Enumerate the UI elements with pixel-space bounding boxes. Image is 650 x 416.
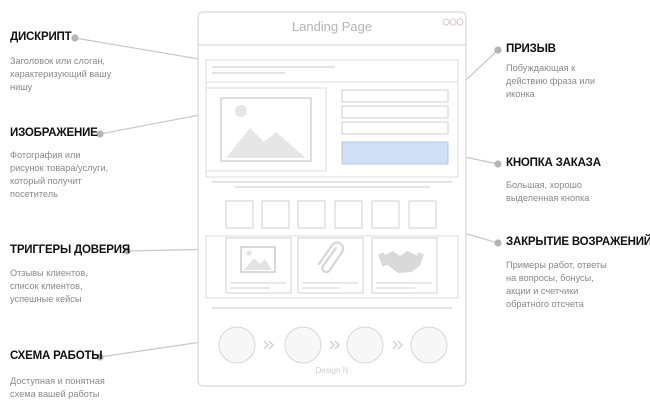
- dot-trust: [123, 247, 131, 255]
- callout-descriptor-title: ДИСКРИПТ: [10, 31, 72, 43]
- callout-order-title: КНОПКА ЗАКАЗА: [506, 157, 601, 169]
- callout-objections-desc: Примеры работ, ответы на вопросы, бонусы…: [506, 260, 607, 309]
- callout-order-desc: Большая, хорошо выделенная кнопка: [506, 180, 590, 203]
- gallery-section: [205, 235, 459, 299]
- window-title: Landing Page: [291, 19, 373, 34]
- connector-descriptor: [74, 37, 206, 61]
- step-circle: [410, 326, 448, 364]
- callout-call-desc: Побуждающая к действию фраза или иконка: [506, 63, 596, 99]
- order-button[interactable]: [341, 141, 449, 165]
- counter-box: [261, 200, 290, 229]
- dot-descriptor: [71, 34, 79, 42]
- counter-boxes: [225, 200, 437, 229]
- callout-image-title: ИЗОБРАЖЕНИЕ: [10, 127, 98, 139]
- section-lines: [212, 181, 452, 188]
- landscape-icon: [220, 97, 312, 162]
- counter-box: [371, 200, 400, 229]
- dot-objections: [494, 239, 502, 247]
- callout-call-title: ПРИЗЫВ: [506, 43, 556, 55]
- counter-box: [408, 200, 437, 229]
- form-field-2[interactable]: [341, 105, 449, 119]
- dot-scheme: [96, 353, 104, 361]
- paperclip-icon: [317, 241, 345, 274]
- callout-trust-title: ТРИГГЕРЫ ДОВЕРИЯ: [10, 244, 130, 256]
- dot-call: [494, 46, 502, 54]
- callout-image-desc: Фотография или рисунок товара/услуги, ко…: [10, 150, 109, 199]
- connector-image: [99, 111, 216, 135]
- counter-box: [334, 200, 363, 229]
- window-dots-icon: [442, 18, 464, 26]
- scheme-section: [212, 307, 452, 364]
- double-chevron-right-icon: [329, 340, 340, 350]
- landscape-icon: [240, 246, 276, 273]
- callout-scheme-desc: Доступная и понятная схема вашей работы: [10, 376, 105, 399]
- dot-order: [494, 160, 502, 168]
- gallery-caption-lines: [230, 282, 432, 289]
- connector-scheme: [99, 339, 216, 358]
- form-field-1[interactable]: [341, 89, 449, 103]
- handshake-icon: [378, 251, 424, 273]
- counter-box: [225, 200, 254, 229]
- connector-lines: [74, 37, 499, 358]
- window-footer: Design N: [315, 366, 349, 375]
- step-circle: [346, 326, 384, 364]
- hero-image-frame: [205, 87, 327, 172]
- callout-objections-title: ЗАКРЫТИЕ ВОЗРАЖЕНИЙ: [506, 236, 650, 248]
- step-circle: [218, 326, 256, 364]
- counter-box: [297, 200, 326, 229]
- callout-descriptor-desc: Заголовок или слоган, характеризующий ва…: [10, 56, 112, 92]
- form-field-3[interactable]: [341, 121, 449, 135]
- callout-scheme-title: СХЕМА РАБОТЫ: [10, 350, 103, 362]
- hero-section: [205, 81, 459, 178]
- double-chevron-right-icon: [263, 340, 274, 350]
- dot-image: [96, 130, 104, 138]
- double-chevron-right-icon: [392, 340, 403, 350]
- callout-trust-desc: Отзывы клиентов, список клиентов, успешн…: [10, 268, 88, 304]
- connector-dots: [71, 34, 502, 361]
- step-circle: [284, 326, 322, 364]
